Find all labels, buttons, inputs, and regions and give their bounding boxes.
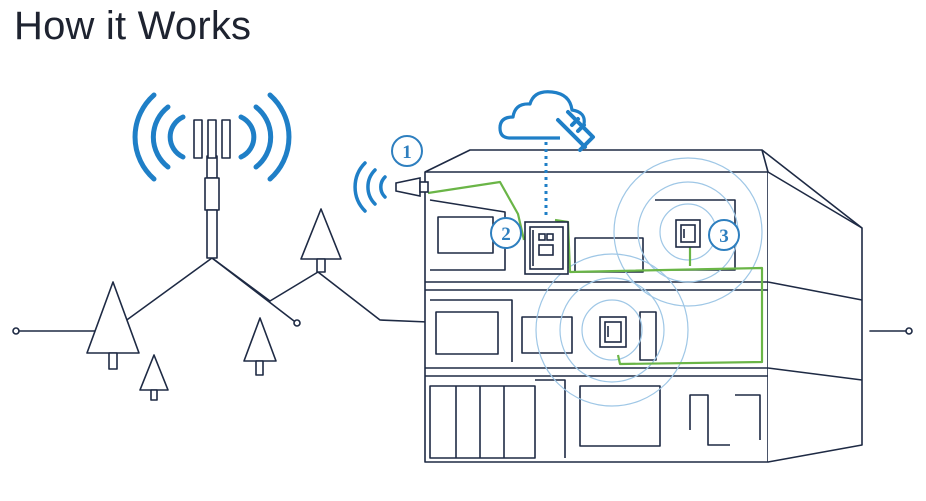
tree-icon <box>139 354 169 401</box>
step-number: 2 <box>501 224 511 245</box>
step-marker-3: 3 <box>708 219 740 251</box>
cell-tower-icon <box>132 92 292 259</box>
tree-icon <box>300 208 342 273</box>
indoor-antenna-icon <box>675 219 701 248</box>
page-title: How it Works <box>14 4 252 48</box>
indoor-antenna-icon <box>599 316 627 348</box>
house <box>424 149 863 463</box>
tree-icon <box>86 281 140 370</box>
landscape <box>12 257 913 335</box>
tree-icon <box>243 317 277 376</box>
step-number: 1 <box>402 142 412 163</box>
step-marker-1: 1 <box>391 135 423 167</box>
satellite-dish-icon <box>556 110 595 152</box>
booster-unit-icon <box>524 221 569 275</box>
step-marker-2: 2 <box>490 217 522 249</box>
outdoor-antenna-icon <box>353 161 429 213</box>
trees <box>86 208 342 401</box>
step-number: 3 <box>719 226 729 247</box>
